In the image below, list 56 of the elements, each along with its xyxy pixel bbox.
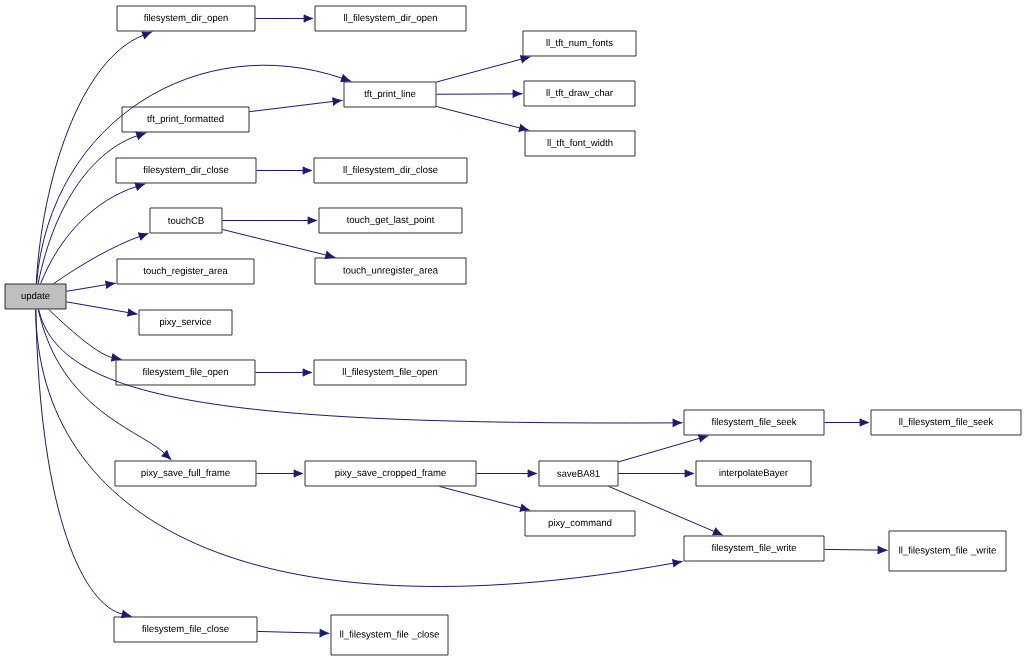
function-box: interpolateBayer [695, 460, 812, 487]
function-box: ll_tft_font_width [524, 130, 636, 157]
arrow [254, 14, 314, 23]
arrow [53, 232, 149, 285]
function-box: ll_tft_draw_char [523, 80, 636, 107]
arrow [65, 301, 138, 317]
function-box: touch_get_last_point [318, 207, 463, 234]
function-box: pixy_service [138, 309, 233, 336]
function-box: filesystem_dir_open [116, 5, 256, 32]
function-box: ll_filesystem_file_open [313, 359, 467, 386]
arrow [221, 216, 318, 225]
function-box: saveBA81 [538, 460, 619, 487]
function-box: ll_filesystem_file _close [330, 614, 449, 656]
arrow [221, 229, 335, 260]
function-box: tft_print_line [343, 81, 437, 108]
arrow [65, 280, 116, 292]
arrow [608, 485, 723, 536]
arrow [254, 368, 313, 377]
function-box: ll_filesystem_dir_close [313, 157, 468, 184]
arrow [823, 418, 870, 427]
function-box: touch_unregister_area [314, 257, 467, 285]
arrow [37, 131, 146, 285]
arrow [248, 97, 343, 113]
arrow [617, 434, 709, 463]
arrow [38, 308, 683, 427]
arrow [37, 308, 172, 460]
arrow [823, 546, 888, 555]
function-box: tft_print_formatted [121, 106, 250, 133]
arrow [617, 469, 695, 478]
function-box: filesystem_file_close [113, 616, 258, 643]
arrow [435, 89, 523, 98]
function-box: update [4, 283, 67, 310]
function-box: filesystem_file_open [115, 359, 256, 386]
arrow [255, 469, 304, 478]
function-box: filesystem_dir_close [115, 157, 257, 184]
arrow [256, 629, 330, 638]
function-box: ll_filesystem_file_seek [870, 409, 1022, 436]
function-box: pixy_save_cropped_frame [304, 460, 477, 487]
function-box: pixy_command [524, 510, 636, 537]
function-box: ll_tft_num_fonts [522, 30, 637, 57]
arrow [40, 182, 145, 285]
arrow [435, 55, 531, 83]
arrow [48, 308, 122, 362]
arrow [435, 105, 529, 132]
function-box: filesystem_file_write [683, 535, 825, 562]
function-box: touch_register_area [116, 258, 255, 285]
arrow [255, 166, 313, 175]
arrow [475, 469, 538, 478]
function-box: touchCB [149, 207, 223, 234]
function-box: filesystem_file_seek [683, 409, 825, 436]
arrow [36, 64, 351, 285]
function-box: pixy_save_full_frame [114, 460, 257, 487]
function-box: ll_filesystem_dir_open [314, 5, 467, 32]
arrow [438, 485, 530, 512]
function-box: ll_filesystem_file _write [888, 530, 1007, 572]
arrow [35, 308, 132, 619]
